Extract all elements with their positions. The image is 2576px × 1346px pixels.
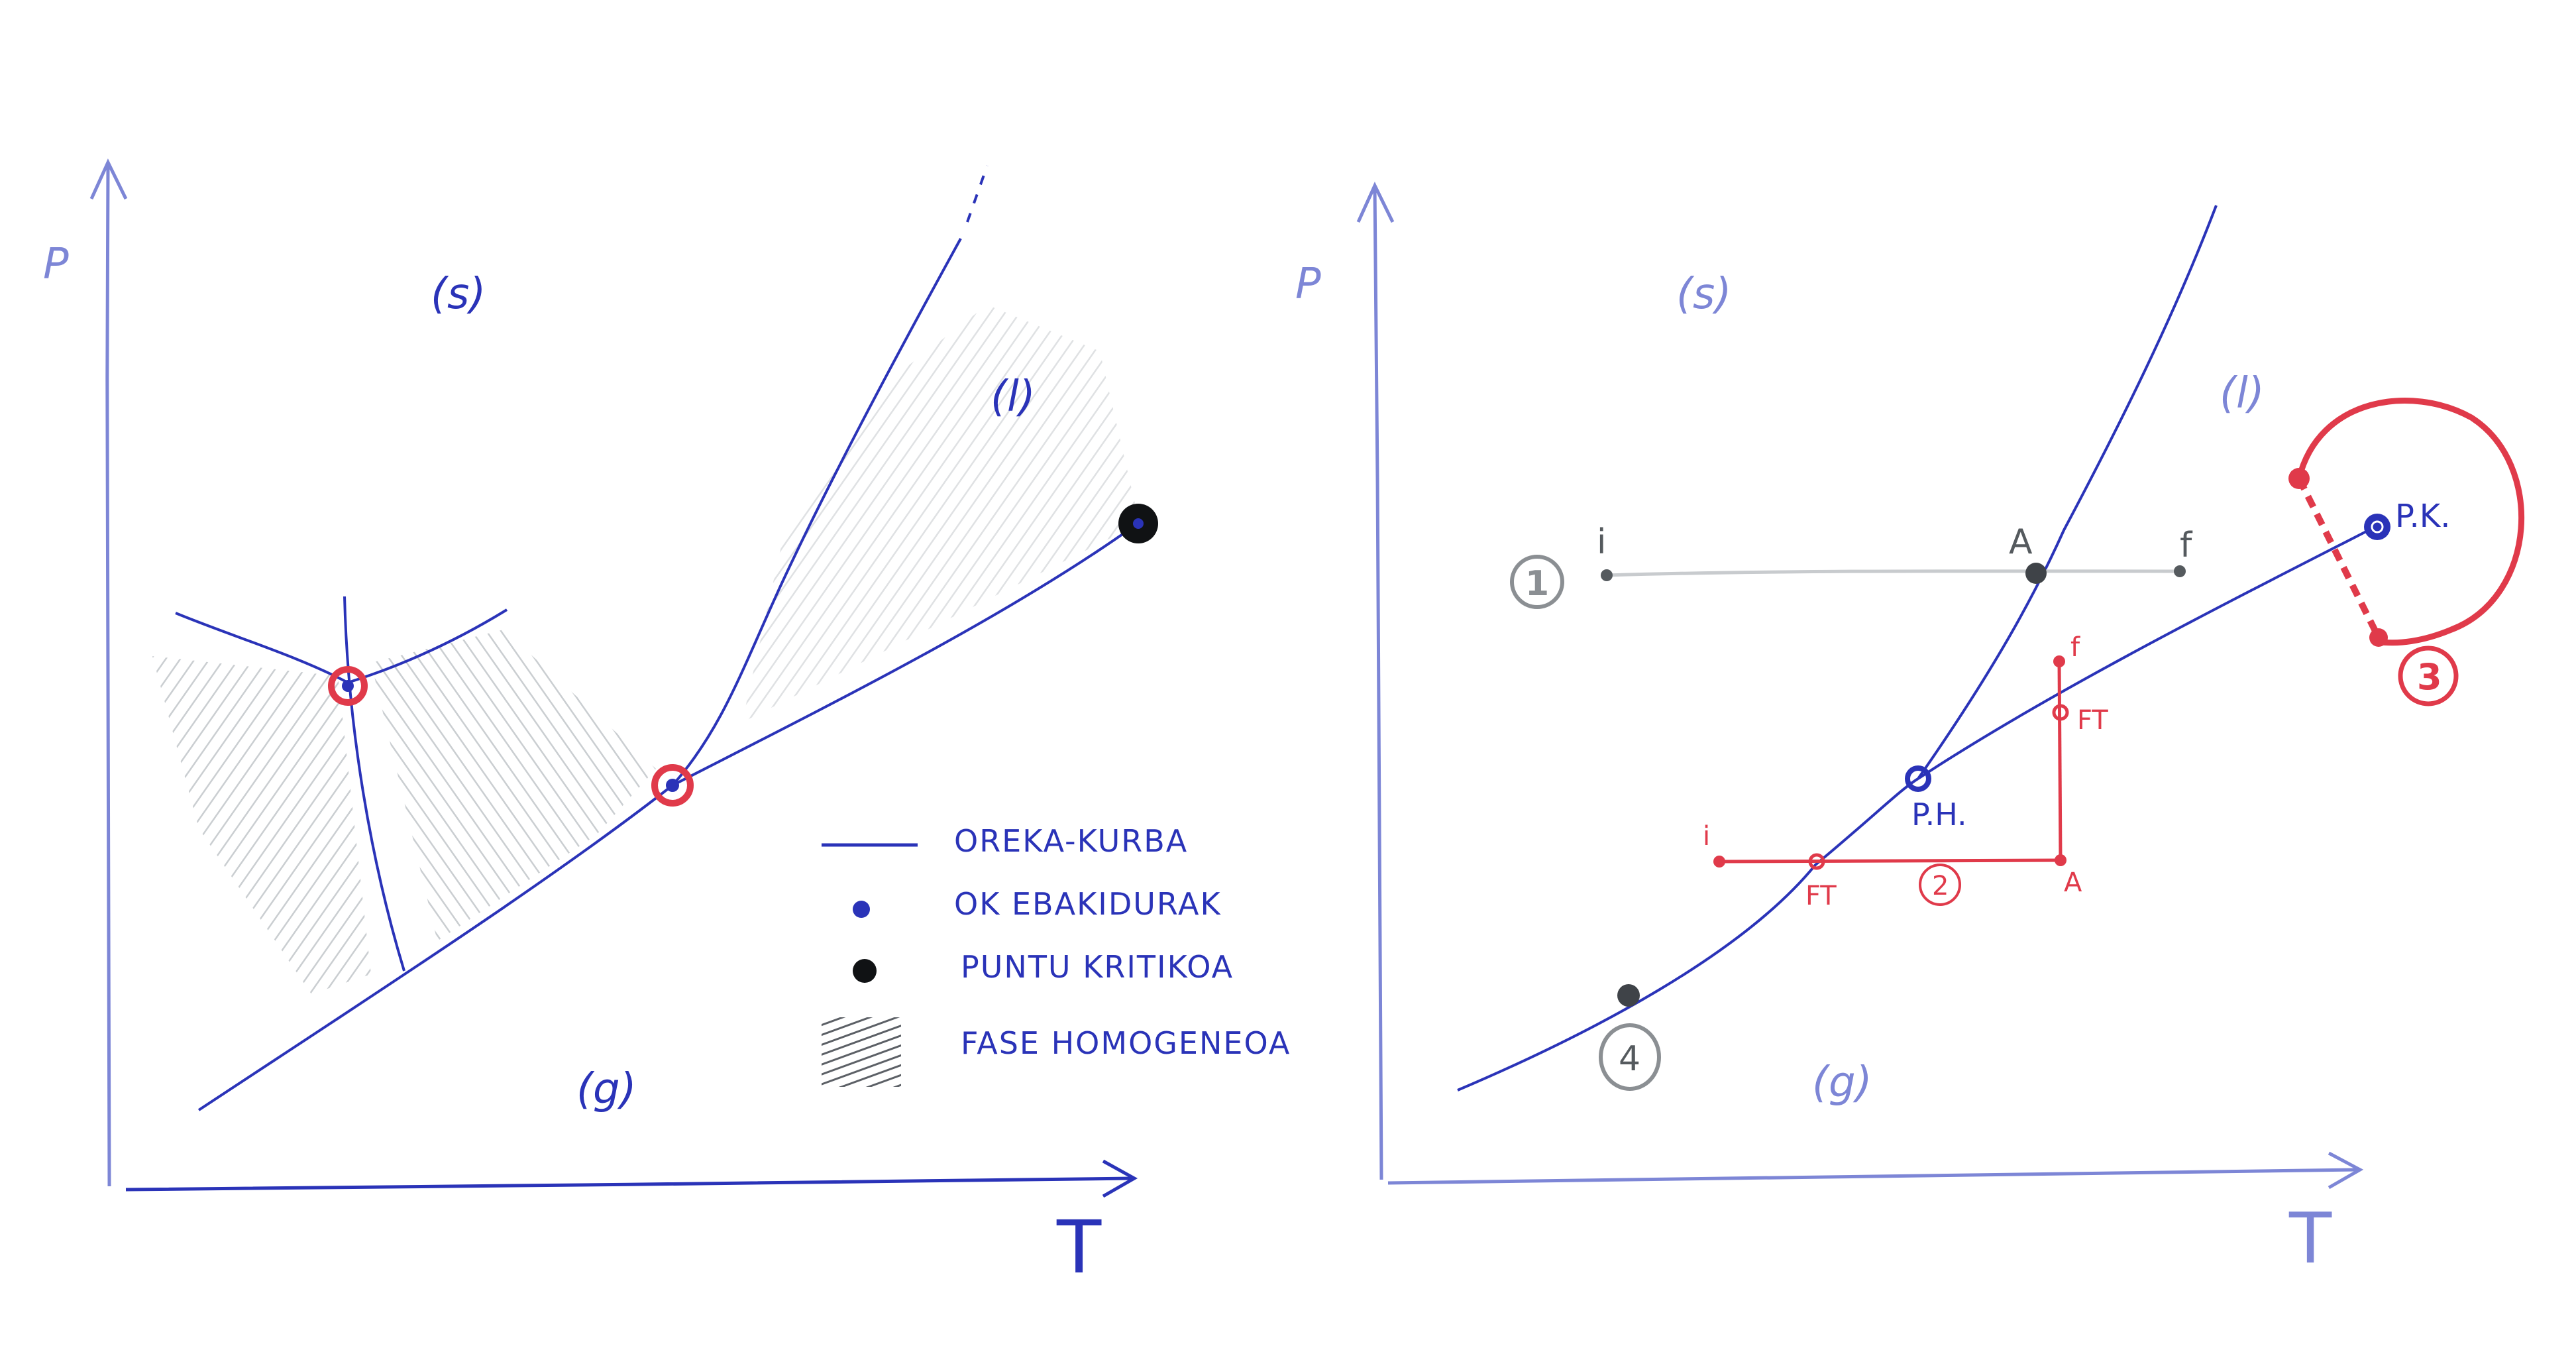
- path2-crossing-1: [1808, 853, 1825, 870]
- legend-item-homogeneous: FASE HOMOGENEOA: [961, 1025, 1291, 1061]
- path1-number-circle: [1510, 555, 1564, 609]
- path2-number-circle: [1919, 864, 1961, 906]
- left-axis-p-label: P: [43, 240, 69, 289]
- legend-black-dot-symbol: [853, 959, 877, 983]
- right-triple-point: [1905, 765, 1931, 792]
- right-p-axis: [1373, 188, 1383, 1180]
- legend-hatch-symbol: [822, 1017, 901, 1087]
- path1-start-point: [1601, 569, 1613, 581]
- path2-number: 2: [1932, 871, 1949, 901]
- path2-start-label: i: [1703, 821, 1710, 852]
- left-region-liquid: (l): [991, 372, 1036, 421]
- legend-blue-dot-symbol: [853, 901, 870, 918]
- left-triple-point-dot-1: [342, 680, 354, 692]
- left-t-axis-arrow: [1102, 1159, 1138, 1198]
- path3-number-circle: [2398, 645, 2459, 706]
- legend-item-curve: OREKA-KURBA: [954, 823, 1188, 859]
- left-vaporization-curve: [672, 526, 1134, 787]
- path3-arc: [2296, 398, 2525, 646]
- legend: OREKA-KURBA OK EBAKIDURAK PUNTU KRITIKOA…: [822, 823, 1291, 1087]
- right-region-solid: (s): [1676, 270, 1731, 319]
- path1-crossing-label: A: [2009, 522, 2033, 562]
- path2-crossing-2-label: FT: [2077, 705, 2108, 736]
- left-p-axis: [105, 165, 111, 1187]
- path1-line: [1606, 569, 2180, 577]
- right-region-gas: (g): [1812, 1058, 1872, 1107]
- right-fusion-curve: [1917, 205, 2218, 780]
- left-triple-point-ring-1: [328, 666, 368, 706]
- right-critical-point: [2364, 514, 2390, 540]
- left-triple-point-ring-2: [651, 764, 694, 807]
- path3-end-point: [2369, 628, 2388, 647]
- right-region-liquid: (l): [2220, 369, 2265, 418]
- left-fusion-curve: [671, 238, 962, 787]
- left-t-axis: [125, 1176, 1134, 1192]
- path1-number: 1: [1525, 564, 1549, 604]
- path1-end-label: f: [2180, 526, 2193, 565]
- hatch-zone-left-solid: [152, 656, 371, 994]
- left-p-axis-arrow: [89, 158, 128, 200]
- left-second-triple-branch-2: [347, 608, 508, 684]
- path3-start-point: [2288, 468, 2310, 489]
- path4-number: 4: [1619, 1039, 1640, 1079]
- right-critical-point-core: [2371, 520, 2384, 533]
- path2-horizontal: [1719, 858, 2061, 864]
- left-axis-t-label: T: [1056, 1205, 1102, 1290]
- right-axis-p-label: P: [1295, 260, 1321, 309]
- critical-point-label: P.K.: [2395, 498, 2450, 535]
- right-axis-t-label: T: [2288, 1198, 2332, 1279]
- left-second-triple-branch-1: [175, 612, 349, 684]
- triple-point-label: P.H.: [1911, 797, 1967, 832]
- path1-end-point: [2174, 565, 2186, 577]
- legend-item-critical: PUNTU KRITIKOA: [961, 949, 1234, 985]
- left-sublimation-curve: [197, 784, 674, 1111]
- path3-dashed-segment: [2296, 477, 2382, 640]
- path2-end-label: f: [2070, 632, 2080, 663]
- path1-crossing-point: [2025, 563, 2047, 584]
- left-region-solid: (s): [431, 270, 486, 319]
- path2-corner-point: [2055, 854, 2066, 866]
- right-vaporization-curve: [1917, 526, 2376, 780]
- left-fusion-curve-dashed: [966, 165, 989, 223]
- right-t-axis: [1387, 1168, 2359, 1185]
- hatch-zone-left-gas: [371, 630, 656, 941]
- path2-crossing-1-label: FT: [1805, 881, 1837, 911]
- right-t-axis-arrow: [2328, 1151, 2364, 1190]
- right-phase-diagram: 1 i A f i FT A FT f 2 3 4 P.H. P.K: [1295, 182, 2525, 1279]
- path2-start-point: [1713, 856, 1725, 868]
- path2-corner-label: A: [2064, 868, 2082, 898]
- hatch-zone-liquid: [742, 305, 1140, 722]
- path3-number: 3: [2417, 656, 2442, 698]
- path4-number-circle: [1599, 1023, 1661, 1091]
- path2-crossing-2: [2052, 704, 2069, 721]
- right-p-axis-arrow: [1356, 182, 1395, 223]
- left-phase-diagram: P T (s) (l) (g) OREKA-KURBA OK EBAKIDURA…: [43, 158, 1291, 1290]
- path2-vertical: [2057, 661, 2063, 861]
- path4-point: [1617, 984, 1640, 1007]
- left-triple-point-dot-2: [666, 779, 679, 792]
- left-second-triple-branch-3: [343, 596, 405, 972]
- left-critical-point-core: [1133, 518, 1144, 529]
- path1-start-label: i: [1597, 522, 1606, 562]
- path2-end-point: [2053, 655, 2065, 667]
- left-region-gas: (g): [576, 1065, 637, 1114]
- right-sublimation-curve: [1457, 777, 1919, 1092]
- legend-item-intersections: OK EBAKIDURAK: [954, 886, 1222, 922]
